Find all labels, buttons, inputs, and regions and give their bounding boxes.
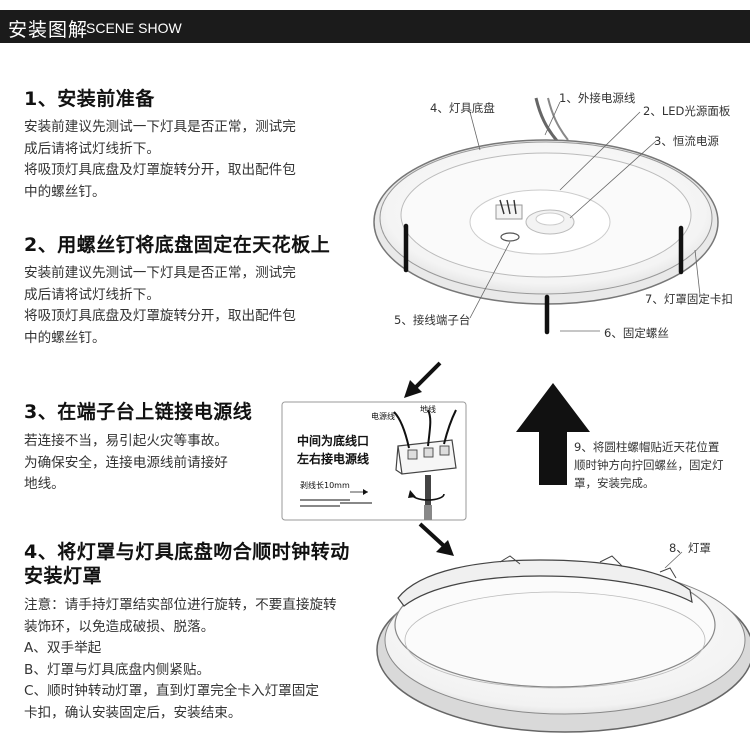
- label-power-cable: 1、外接电源线: [559, 91, 636, 105]
- step1-line: 安装前建议先测试一下灯具是否正常，测试完: [24, 119, 296, 135]
- step1-title: 1、安装前准备: [24, 88, 155, 110]
- lamp-cover-diagram: [376, 551, 750, 733]
- step4-line: A、双手举起: [24, 640, 102, 656]
- step4-title-line: 4、将灯罩与灯具底盘吻合顺时钟转动: [24, 541, 350, 563]
- label-step9-line: 9、将圆柱螺帽贴近天花位置: [574, 440, 720, 454]
- step4-line: B、灯罩与灯具底盘内侧紧贴。: [24, 661, 211, 678]
- label-fixing-screw: 6、固定螺丝: [604, 326, 669, 340]
- label-lamp-cover: 8、灯罩: [669, 541, 711, 555]
- arrow-icon: [404, 380, 422, 398]
- step4-line: C、顺时钟转动灯罩，直到灯罩完全卡入灯罩固定: [24, 683, 319, 699]
- step2-line: 成后请将试灯线折下。: [24, 286, 160, 303]
- step2-line: 中的螺丝钉。: [24, 329, 106, 346]
- inset-ground-wire: 地线: [420, 405, 436, 414]
- step2-line: 将吸顶灯具底盘及灯罩旋转分开，取出配件包: [24, 308, 296, 324]
- inset-middle-line: 中间为底线口: [297, 434, 370, 448]
- label-cover-clip: 7、灯罩固定卡扣: [645, 292, 733, 306]
- inset-strip-length: 剥线长10mm: [300, 481, 350, 490]
- step4-line: 装饰环，以免造成破损、脱落。: [24, 618, 215, 635]
- label-driver: 3、恒流电源: [654, 134, 719, 148]
- label-step9: 9、将圆柱螺帽贴近天花位置 顺时钟方向拧回螺丝，固定灯 罩，安装完成。: [574, 438, 724, 492]
- label-led-panel: 2、LED光源面板: [643, 104, 731, 118]
- step4-line: 注意：请手持灯罩结实部位进行旋转，不要直接旋转: [24, 597, 337, 613]
- header-title: 安装图解: [8, 19, 89, 41]
- step3-title: 3、在端子台上链接电源线: [24, 401, 253, 423]
- up-arrow-icon: [516, 383, 590, 485]
- step2-text: 安装前建议先测试一下灯具是否正常，测试完 成后请将试灯线折下。 将吸顶灯具底盘及…: [24, 263, 296, 349]
- label-terminal-block: 5、接线端子台: [394, 313, 471, 327]
- step2-line: 安装前建议先测试一下灯具是否正常，测试完: [24, 265, 296, 281]
- step3-line: 为确保安全，连接电源线前请接好: [24, 454, 228, 471]
- label-step9-line: 顺时钟方向拧回螺丝，固定灯: [574, 458, 724, 472]
- label-lamp-base: 4、灯具底盘: [430, 101, 495, 115]
- step3-line: 若连接不当，易引起火灾等事故。: [24, 433, 228, 449]
- wiring-inset: [281, 401, 467, 521]
- lamp-base-diagram: [373, 97, 719, 335]
- arrow-icon: [436, 540, 454, 556]
- step3-line: 地线。: [24, 476, 65, 492]
- step2-title: 2、用螺丝钉将底盘固定在天花板上: [24, 234, 331, 256]
- step1-line: 成后请将试灯线折下。: [24, 140, 160, 157]
- inset-power-wire: 电源线: [371, 412, 395, 421]
- inset-middle-line: 左右接电源线: [297, 452, 370, 466]
- label-step9-line: 罩，安装完成。: [574, 476, 655, 490]
- header-subtitle: SCENE SHOW: [86, 20, 182, 36]
- step4-text: 注意：请手持灯罩结实部位进行旋转，不要直接旋转 装饰环，以免造成破损、脱落。 A…: [24, 595, 337, 724]
- header-bar: 安装图解 SCENE SHOW: [0, 10, 750, 43]
- step1-line: 中的螺丝钉。: [24, 183, 106, 200]
- step4-title: 4、将灯罩与灯具底盘吻合顺时钟转动 安装灯罩: [24, 540, 350, 588]
- inset-middle-text: 中间为底线口 左右接电源线: [297, 432, 369, 468]
- step1-line: 将吸顶灯具底盘及灯罩旋转分开，取出配件包: [24, 162, 296, 178]
- step3-text: 若连接不当，易引起火灾等事故。 为确保安全，连接电源线前请接好 地线。: [24, 431, 228, 496]
- step4-line: 卡扣，确认安装固定后，安装结束。: [24, 704, 242, 721]
- step1-text: 安装前建议先测试一下灯具是否正常，测试完 成后请将试灯线折下。 将吸顶灯具底盘及…: [24, 117, 296, 203]
- step4-title-line: 安装灯罩: [24, 565, 103, 587]
